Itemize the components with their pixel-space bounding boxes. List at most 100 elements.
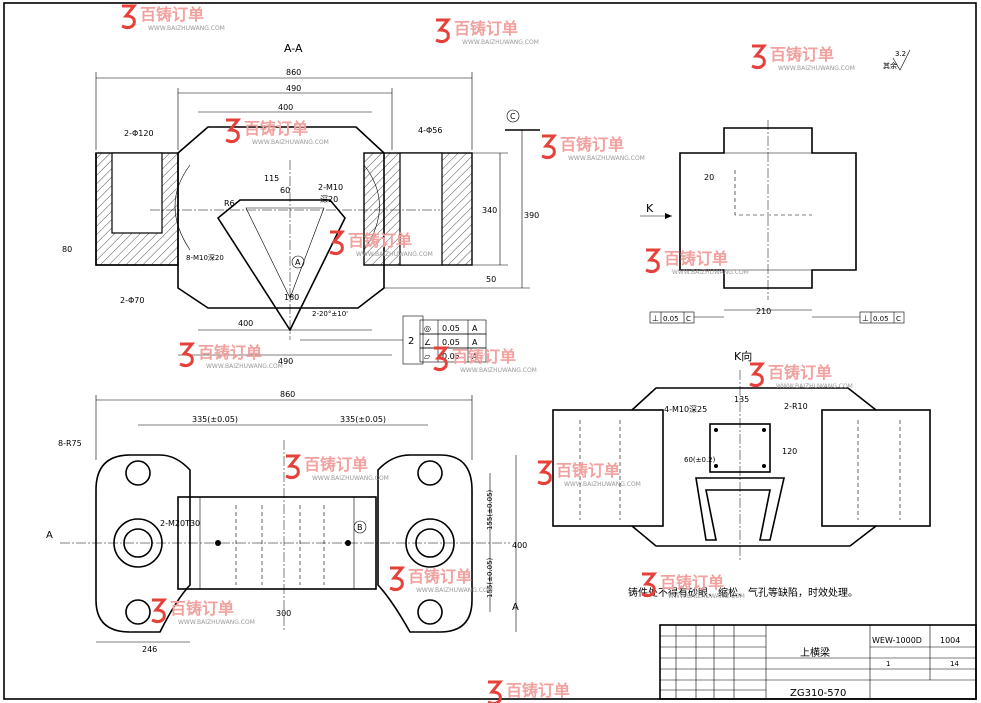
- datum-c-label: C: [510, 112, 516, 121]
- material: ZG310-570: [790, 688, 846, 699]
- svg-text:WWW.BAIZHUWANG.COM: WWW.BAIZHUWANG.COM: [776, 383, 853, 390]
- gdt-row-3-ref: A: [472, 352, 478, 361]
- dim-115: 115: [264, 174, 279, 183]
- gdt-frame-right-val: 0.05: [873, 315, 889, 323]
- watermark-logo: 百铸订单 WWW.BAIZHUWANG.COM: [749, 362, 853, 390]
- watermarks: 百铸订单 WWW.BAIZHUWANG.COM 百铸订单 WWW.BAIZHUW…: [121, 4, 855, 703]
- dim-50: 50: [486, 275, 496, 284]
- watermark-logo: 百铸订单 WWW.BAIZHUWANG.COM: [541, 134, 645, 162]
- svg-text:WWW.BAIZHUWANG.COM: WWW.BAIZHUWANG.COM: [356, 251, 433, 258]
- drawing-code: 1004: [940, 636, 960, 645]
- roughness-value: 3.2: [895, 50, 906, 58]
- dim-k-20: 20: [704, 173, 714, 182]
- watermark-logo: 百铸订单 WWW.BAIZHUWANG.COM: [285, 454, 389, 482]
- svg-text:WWW.BAIZHUWANG.COM: WWW.BAIZHUWANG.COM: [778, 65, 855, 72]
- gdt-frame-right-sym: ⊥: [862, 314, 869, 323]
- watermark-logo: 百铸订单 WWW.BAIZHUWANG.COM: [751, 44, 855, 72]
- svg-text:百铸订单: 百铸订单: [304, 455, 368, 474]
- dim-tap-depth: 深20: [320, 195, 338, 204]
- watermark-logo: 百铸订单 WWW.BAIZHUWANG.COM: [121, 4, 225, 32]
- watermark-logo: 百铸订单 WWW.BAIZHUWANG.COM: [641, 572, 745, 600]
- svg-text:百铸订单: 百铸订单: [768, 363, 832, 382]
- gdt-frame-left-sym: ⊥: [652, 314, 659, 323]
- dim-tap-left: 8-M10深20: [186, 253, 224, 262]
- dim-400-bottom: 400: [238, 319, 253, 328]
- svg-text:百铸订单: 百铸订单: [556, 461, 620, 480]
- svg-text:百铸订单: 百铸订单: [170, 599, 234, 618]
- dim-490-bottom: 490: [278, 357, 293, 366]
- gdt-row-3-val: 0.05: [442, 352, 460, 361]
- dim-hole-left-low: 2-Φ70: [120, 296, 144, 305]
- svg-text:百铸订单: 百铸订单: [452, 347, 516, 366]
- view-mark-k: K: [646, 202, 654, 215]
- svg-text:WWW.BAIZHUWANG.COM: WWW.BAIZHUWANG.COM: [178, 619, 255, 626]
- svg-text:WWW.BAIZHUWANG.COM: WWW.BAIZHUWANG.COM: [460, 367, 537, 374]
- dim-860-plan: 860: [280, 390, 295, 399]
- dim-490-top: 490: [286, 84, 301, 93]
- dim-right-span: 335(±0.05): [340, 415, 386, 424]
- dim-r6: R6: [224, 199, 235, 208]
- svg-text:WWW.BAIZHUWANG.COM: WWW.BAIZHUWANG.COM: [462, 39, 539, 46]
- gdt-row-2-sym: ∠: [424, 338, 431, 347]
- gdt-row-1-sym: ◎: [424, 324, 431, 333]
- section-view-a-a: A-A 860 490 400 400 490 180: [62, 42, 540, 366]
- dim-k-r10: 2-R10: [784, 402, 808, 411]
- section-mark-right: A: [512, 602, 519, 613]
- dim-300: 300: [276, 609, 291, 618]
- side-view: 20 210 K ⊥ 0.05 C ⊥ 0.05 C: [640, 120, 905, 324]
- dim-left-span: 335(±0.05): [192, 415, 238, 424]
- dim-340: 340: [482, 206, 497, 215]
- drawing-number: WEW-1000D: [872, 636, 922, 645]
- gdt-row-1-val: 0.05: [442, 324, 460, 333]
- svg-text:WWW.BAIZHUWANG.COM: WWW.BAIZHUWANG.COM: [672, 269, 749, 276]
- dim-tap-plan: 2-M20T30: [160, 519, 200, 528]
- svg-text:百铸订单: 百铸订单: [770, 45, 834, 64]
- watermark-logo: 百铸订单 WWW.BAIZHUWANG.COM: [645, 248, 749, 276]
- svg-text:百铸订单: 百铸订单: [506, 681, 570, 700]
- watermark-logo: 百铸订单 WWW.BAIZHUWANG.COM: [225, 118, 329, 146]
- gdt-frame-right-ref: C: [896, 315, 901, 323]
- view-title-k: K向: [734, 349, 752, 363]
- svg-text:百铸订单: 百铸订单: [408, 567, 472, 586]
- dim-390: 390: [524, 211, 539, 220]
- k-view: K向 4-M10深25 135 2-R10 120 60(±0.2): [552, 349, 931, 560]
- quantity: 1: [886, 660, 890, 668]
- svg-text:百铸订单: 百铸订单: [198, 343, 262, 362]
- gdt-table: 2 ◎ 0.05 A ∠ 0.05 A ▱ 0.05 A: [300, 315, 487, 365]
- section-title: A-A: [284, 42, 303, 55]
- svg-text:WWW.BAIZHUWANG.COM: WWW.BAIZHUWANG.COM: [668, 593, 745, 600]
- plan-view: 860 335(±0.05) 335(±0.05) 8-R75 2-M20T30…: [46, 390, 527, 654]
- svg-text:WWW.BAIZHUWANG.COM: WWW.BAIZHUWANG.COM: [568, 155, 645, 162]
- svg-text:百铸订单: 百铸订单: [454, 19, 518, 38]
- gdt-frame-left-val: 0.05: [663, 315, 679, 323]
- watermark-logo: 百铸订单 WWW.BAIZHUWANG.COM: [179, 342, 283, 370]
- watermark-logo: 百铸订单: [487, 680, 570, 703]
- dim-corner: 8-R75: [58, 439, 82, 448]
- svg-text:百铸订单: 百铸订单: [664, 249, 728, 268]
- svg-text:百铸订单: 百铸订单: [660, 573, 724, 592]
- dim-860-section: 860: [286, 68, 301, 77]
- watermark-logo: 百铸订单 WWW.BAIZHUWANG.COM: [329, 230, 433, 258]
- surface-roughness-symbol: 其余 3.2: [883, 49, 911, 71]
- dim-246: 246: [142, 645, 157, 654]
- dim-k-135: 135: [734, 395, 749, 404]
- dim-400-plan: 400: [512, 541, 527, 550]
- dim-k-120: 120: [782, 447, 797, 456]
- dim-80: 80: [62, 245, 72, 254]
- gdt-row-1-ref: A: [472, 324, 478, 333]
- dim-hole-left: 2-Φ120: [124, 129, 154, 138]
- title-block: 上横梁 WEW-1000D 1004 ZG310-570 1 14: [659, 624, 977, 700]
- svg-text:WWW.BAIZHUWANG.COM: WWW.BAIZHUWANG.COM: [564, 481, 641, 488]
- gdt-frame-left-ref: C: [686, 315, 691, 323]
- svg-text:WWW.BAIZHUWANG.COM: WWW.BAIZHUWANG.COM: [148, 25, 225, 32]
- dim-k-60: 60(±0.2): [684, 456, 716, 464]
- gdt-row-3-sym: ▱: [424, 352, 431, 361]
- svg-text:WWW.BAIZHUWANG.COM: WWW.BAIZHUWANG.COM: [312, 475, 389, 482]
- section-mark-left: A: [46, 530, 53, 541]
- dim-155-a: 155(±0.05): [486, 489, 494, 530]
- dim-400-top: 400: [278, 103, 293, 112]
- svg-text:百铸订单: 百铸订单: [348, 231, 412, 250]
- dim-60: 60: [280, 186, 290, 195]
- watermark-logo: 百铸订单 WWW.BAIZHUWANG.COM: [151, 598, 255, 626]
